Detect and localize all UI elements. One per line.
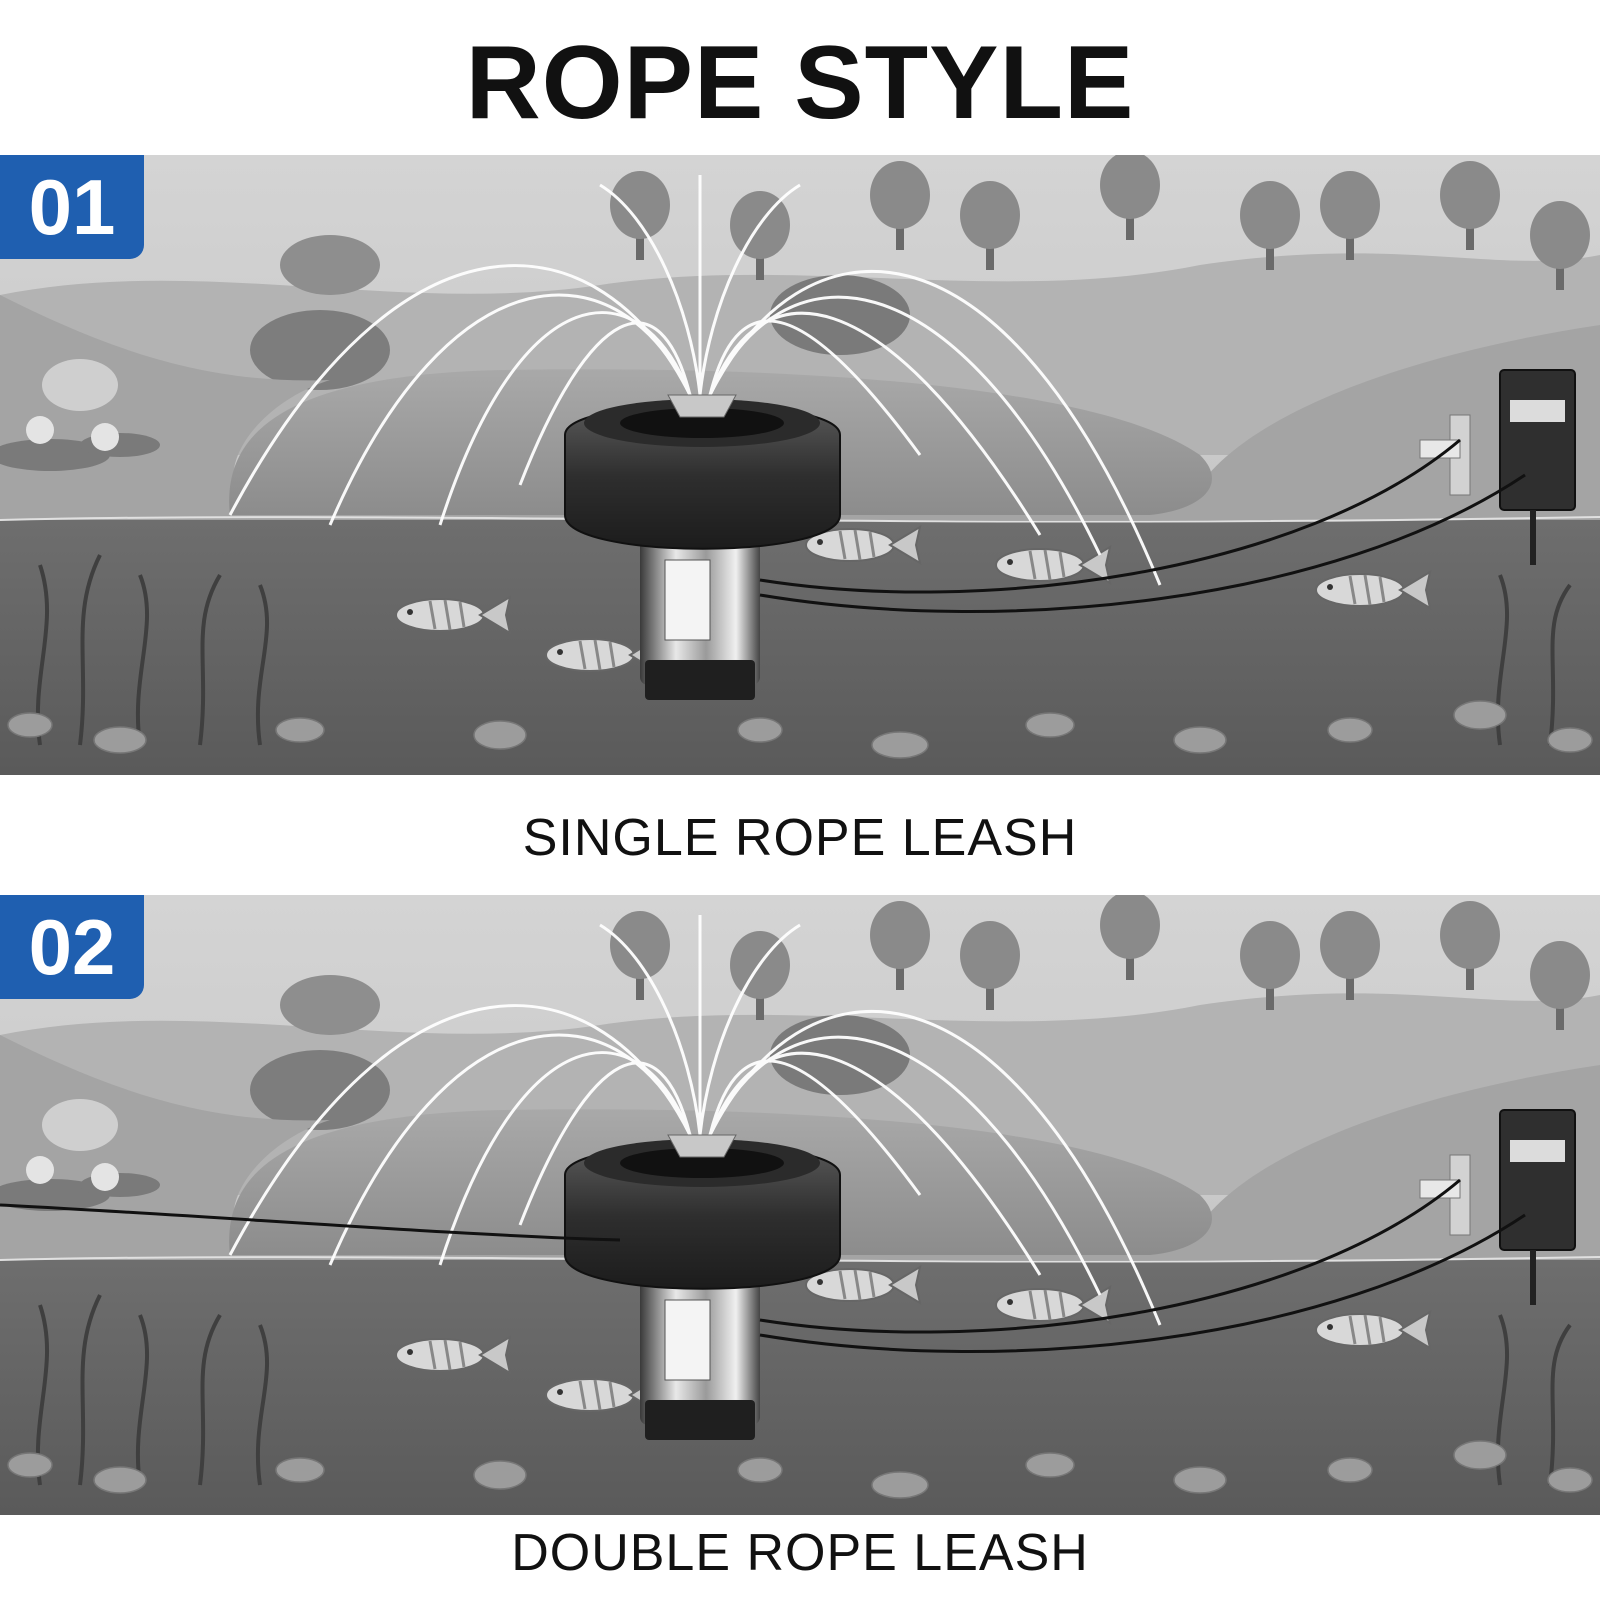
page-title: ROPE STYLE bbox=[465, 25, 1135, 141]
scene-panel-double-rope: 02 bbox=[0, 895, 1600, 1515]
step-badge: 01 bbox=[0, 155, 144, 259]
caption-single-rope: SINGLE ROPE LEASH bbox=[522, 809, 1078, 867]
pond-illustration bbox=[0, 895, 1600, 1515]
pond-illustration bbox=[0, 155, 1600, 775]
rope-lines bbox=[759, 438, 1526, 613]
step-badge: 02 bbox=[0, 895, 144, 999]
scene-panel-single-rope: 01 bbox=[0, 155, 1600, 775]
caption-double-rope: DOUBLE ROPE LEASH bbox=[511, 1524, 1089, 1582]
rope-lines bbox=[0, 1178, 1526, 1353]
